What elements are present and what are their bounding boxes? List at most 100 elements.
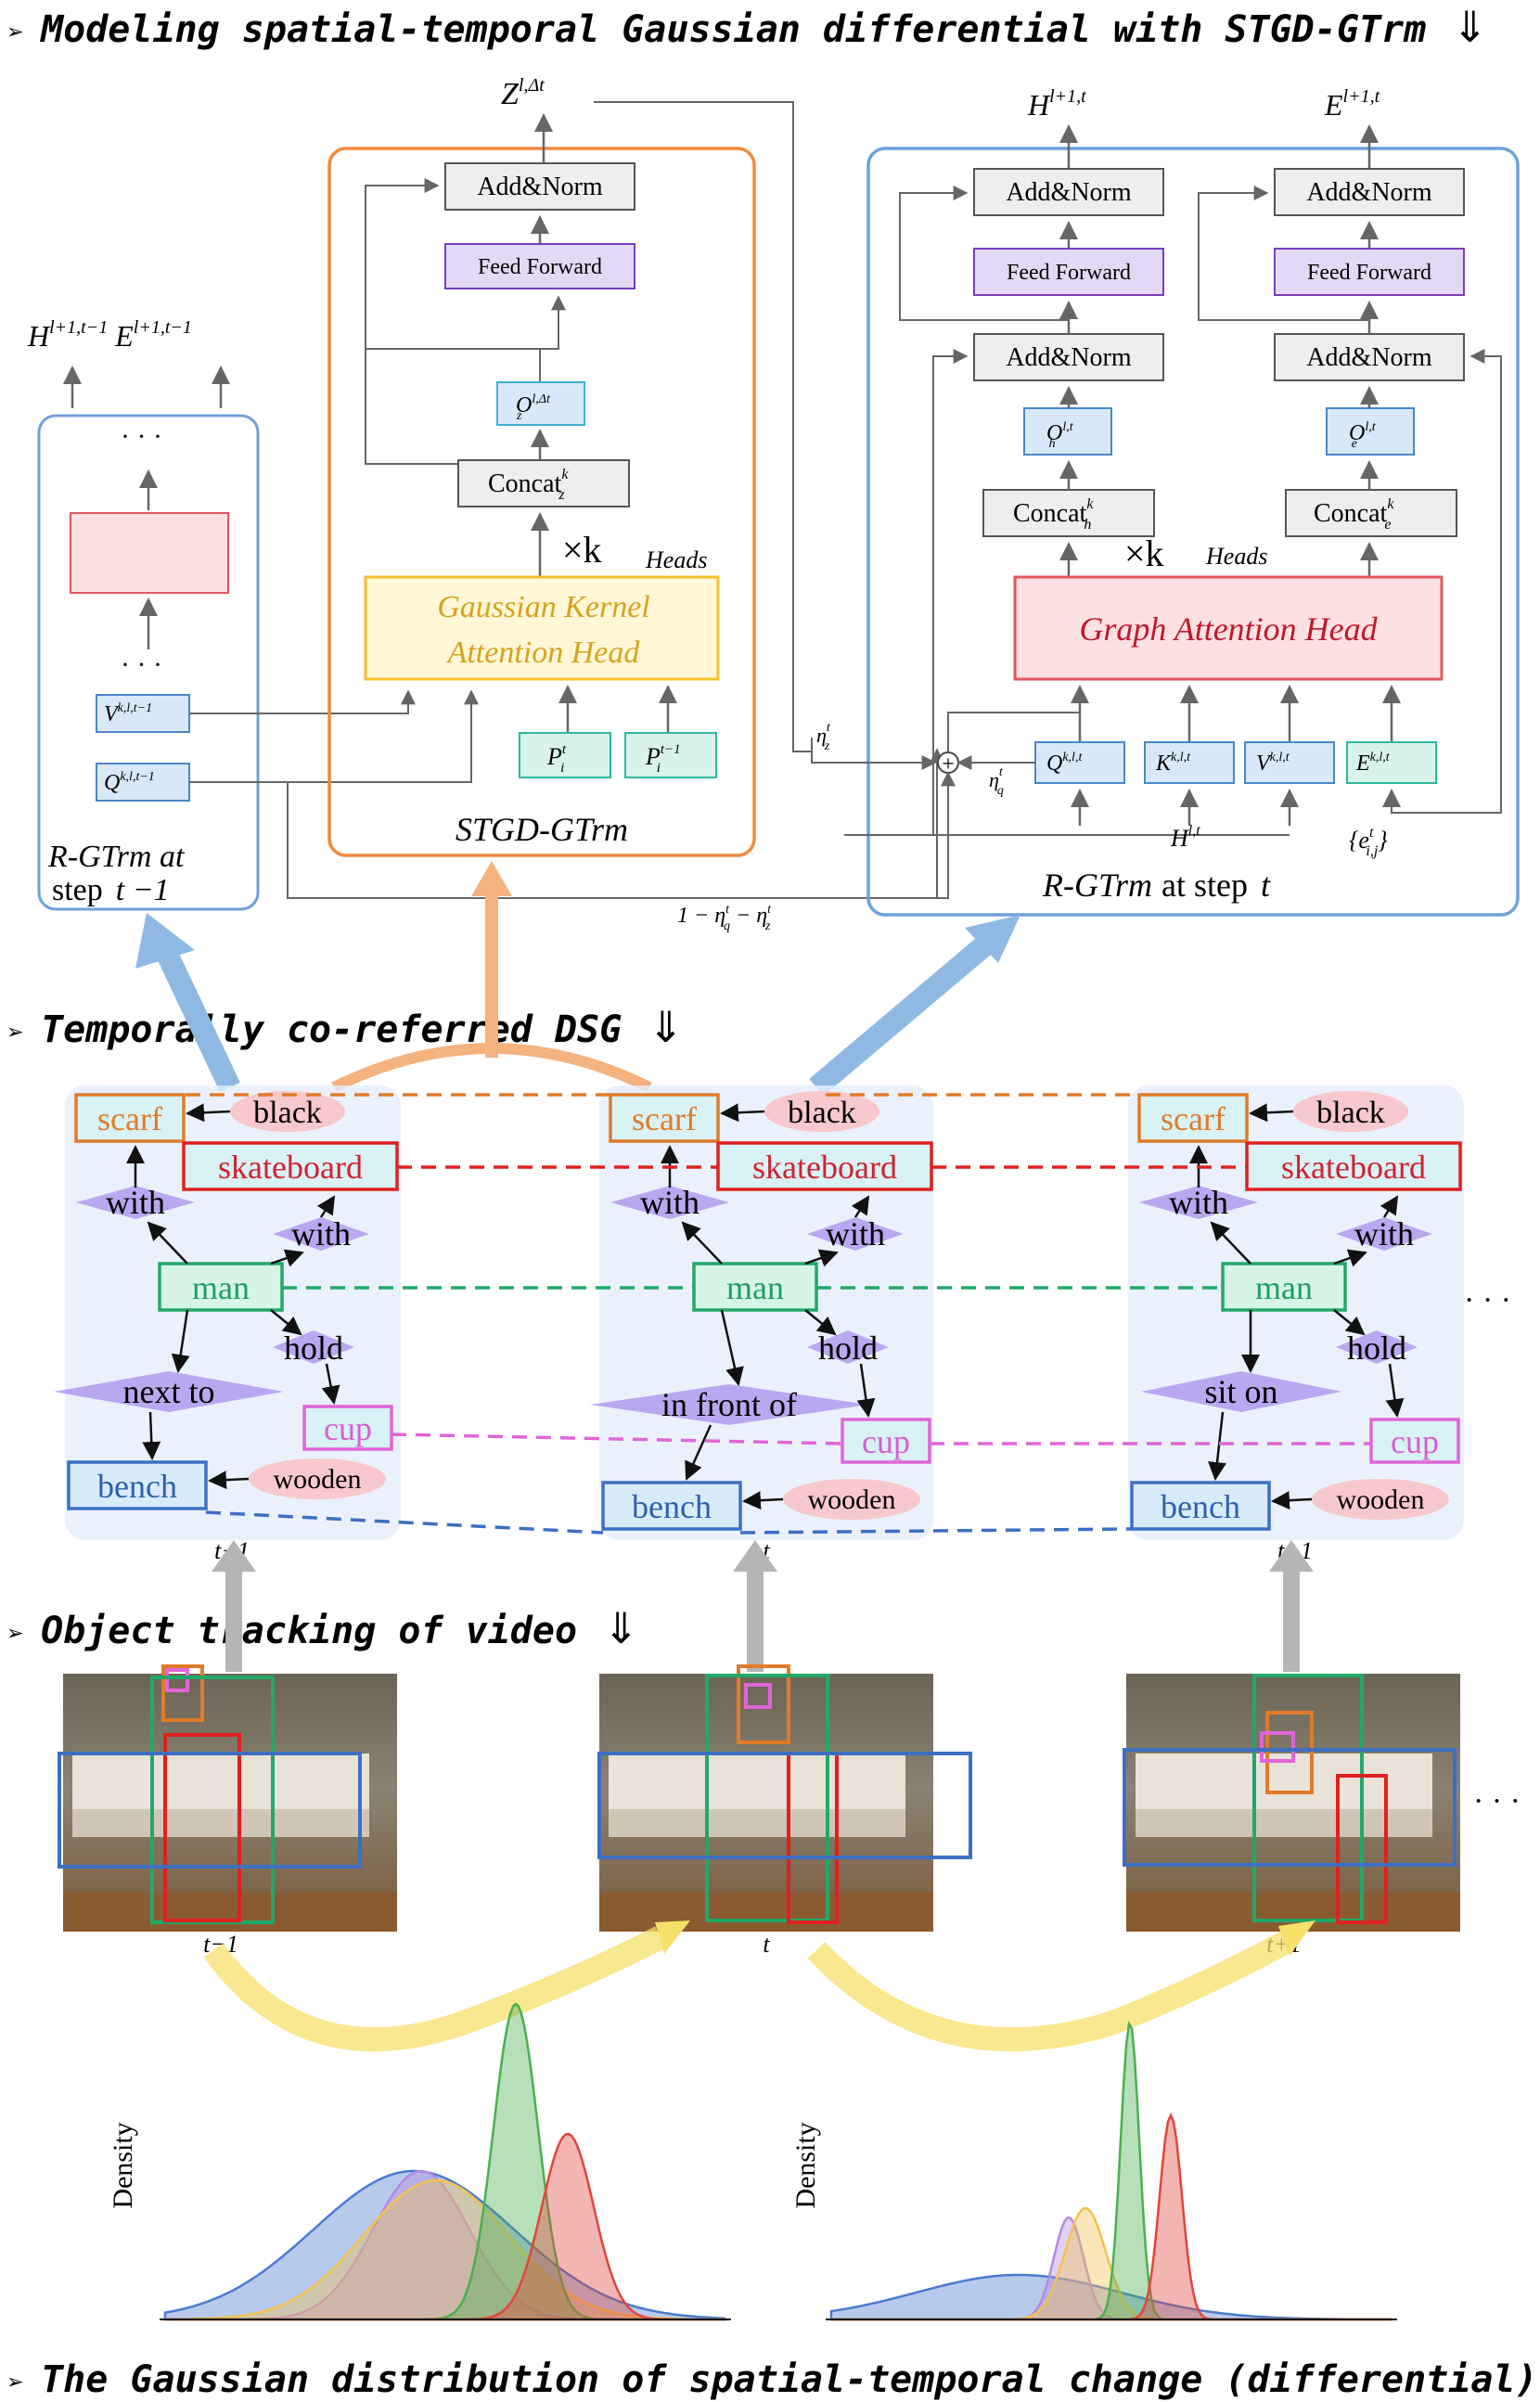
- tracking-box: [161, 1664, 204, 1722]
- density-plot-1: Density: [108, 2002, 731, 2321]
- bench-seat: [1136, 1809, 1432, 1837]
- wooden-attr: [1312, 1479, 1449, 1520]
- right-concat-h: [982, 489, 1155, 537]
- with-label-1: with: [640, 1184, 699, 1221]
- stgd-heads-times: ×k: [562, 529, 602, 571]
- with-node-1: [1139, 1186, 1258, 1219]
- section-title-dsg: ➢Temporally co-referred DSG⇓: [7, 1002, 684, 1052]
- coref-bench-1: [205, 1510, 604, 1535]
- left-v-label: Vk,l,t−1: [104, 701, 152, 726]
- cup-label: cup: [324, 1410, 372, 1447]
- dsg-edge: [1210, 1221, 1251, 1265]
- right-h-add-norm-top: [973, 168, 1164, 216]
- graph-attention-head: [1013, 575, 1444, 681]
- density-y-label: Density: [790, 2122, 821, 2208]
- dsg-edge: [856, 1363, 876, 1418]
- dsg-edge: [804, 1249, 839, 1267]
- stgd-oz-box: [496, 381, 585, 426]
- dsg-edge: [851, 1195, 870, 1218]
- dsg-ellipsis: · · ·: [1464, 1283, 1511, 1317]
- wooden-label: wooden: [808, 1484, 896, 1515]
- right-concat-e: [1285, 489, 1457, 537]
- hold-label: hold: [284, 1329, 343, 1367]
- svg-text:Add&Norm: Add&Norm: [477, 173, 603, 201]
- right-oh-box: [1023, 407, 1112, 456]
- black-attr: [230, 1091, 345, 1132]
- bench-seat: [609, 1809, 905, 1837]
- black-label: black: [1316, 1096, 1385, 1130]
- left-hidden-block: [70, 512, 229, 594]
- with-label-2: with: [291, 1215, 351, 1252]
- right-k-box: [1144, 741, 1235, 784]
- right-q-label: Qk,l,t: [1046, 751, 1083, 776]
- cup-node: [1369, 1418, 1460, 1464]
- tracking-box: [58, 1752, 362, 1869]
- bench-node: [1130, 1481, 1271, 1531]
- svg-text:Feed Forward: Feed Forward: [1307, 261, 1431, 285]
- left-caption-line1: R-GTrm at: [47, 840, 186, 874]
- tracking-box: [737, 1664, 790, 1744]
- dsg-to-arch-arrows: [135, 861, 1020, 1097]
- man-label: man: [192, 1269, 250, 1306]
- right-h-feed-forward: [973, 248, 1164, 296]
- relation-node: [54, 1371, 284, 1412]
- right-e-box: [1346, 741, 1437, 784]
- with-label-1: with: [1169, 1184, 1228, 1221]
- relation-label: next to: [123, 1373, 215, 1410]
- dsg-edge: [186, 1103, 231, 1123]
- temporal-swoops: [203, 1920, 1315, 2052]
- bench-label: bench: [632, 1488, 712, 1525]
- man-label: man: [1255, 1269, 1313, 1306]
- density-curve: [163, 2178, 726, 2321]
- p-t-1-box: [624, 732, 717, 778]
- dsg-edge: [1333, 1249, 1367, 1267]
- hold-label: hold: [1347, 1329, 1406, 1367]
- dsg-edge: [270, 1309, 302, 1336]
- video-frame-2: t: [597, 1664, 972, 1958]
- density-curve: [163, 2169, 728, 2321]
- right-heads-label: Heads: [1205, 543, 1267, 570]
- scarf-label: scarf: [1161, 1100, 1226, 1137]
- dsg-edge: [804, 1309, 837, 1336]
- bench-label: bench: [1161, 1488, 1240, 1525]
- with-label-1: with: [106, 1184, 165, 1221]
- right-e-feed-forward: [1274, 248, 1465, 296]
- dsg-edge: [316, 1195, 336, 1218]
- right-v-box: [1244, 741, 1335, 784]
- skateboard-label: skateboard: [752, 1149, 897, 1186]
- cup-label: cup: [862, 1423, 910, 1460]
- stgd-heads-label: Heads: [645, 546, 707, 573]
- tracking-box: [1252, 1674, 1364, 1922]
- relation-label: in front of: [661, 1386, 797, 1423]
- tracking-ellipsis: · · ·: [1473, 1784, 1521, 1818]
- tracking-box: [1260, 1731, 1295, 1763]
- right-h-add-norm-bottom: [973, 333, 1164, 381]
- with-node-1: [610, 1186, 729, 1219]
- svg-text:Graph Attention Head: Graph Attention Head: [1079, 610, 1378, 648]
- coref-cup-1: [391, 1432, 843, 1445]
- dsg-edge: [321, 1363, 340, 1405]
- wooden-label: wooden: [274, 1464, 362, 1495]
- black-attr: [1293, 1091, 1408, 1132]
- hold-label: hold: [818, 1329, 878, 1367]
- relation-label: sit on: [1204, 1373, 1277, 1410]
- stgd-feed-forward: [444, 243, 635, 289]
- ground: [599, 1893, 933, 1932]
- density-plot-2: Density: [790, 2021, 1397, 2321]
- skateboard-node: [182, 1141, 399, 1191]
- tracking-box: [165, 1668, 189, 1692]
- tracking-box: [705, 1674, 829, 1922]
